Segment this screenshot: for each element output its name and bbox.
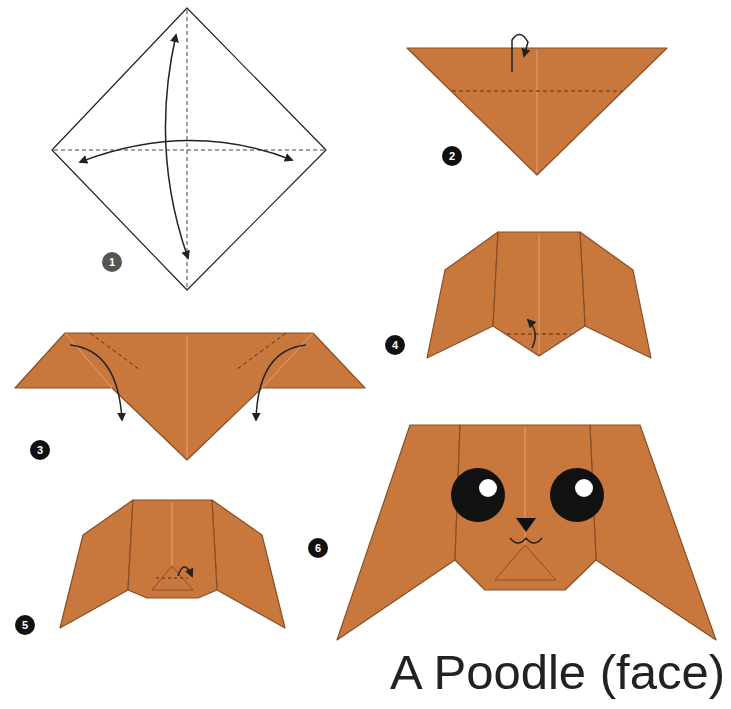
callout-number: 4 xyxy=(392,340,398,351)
callout-number: 1 xyxy=(109,257,115,268)
step-number: 3 xyxy=(30,440,50,460)
callout-number: 3 xyxy=(37,445,43,456)
callout-number: 6 xyxy=(315,543,321,554)
dog-head-step4 xyxy=(427,232,651,358)
folded-shape xyxy=(15,333,365,460)
step-number: 5 xyxy=(15,615,35,635)
paper-square xyxy=(52,8,326,290)
step-number: 1 xyxy=(102,252,122,272)
step-number: 4 xyxy=(385,335,405,355)
dog-head-step5 xyxy=(60,500,285,628)
callout-number: 5 xyxy=(22,620,28,631)
folded-triangle xyxy=(407,48,667,175)
poodle-face xyxy=(337,425,716,640)
step-number: 2 xyxy=(442,146,462,166)
step-number: 6 xyxy=(308,538,328,558)
diagram-title: A Poodle (face) xyxy=(390,644,725,700)
callout-number: 2 xyxy=(449,151,455,162)
